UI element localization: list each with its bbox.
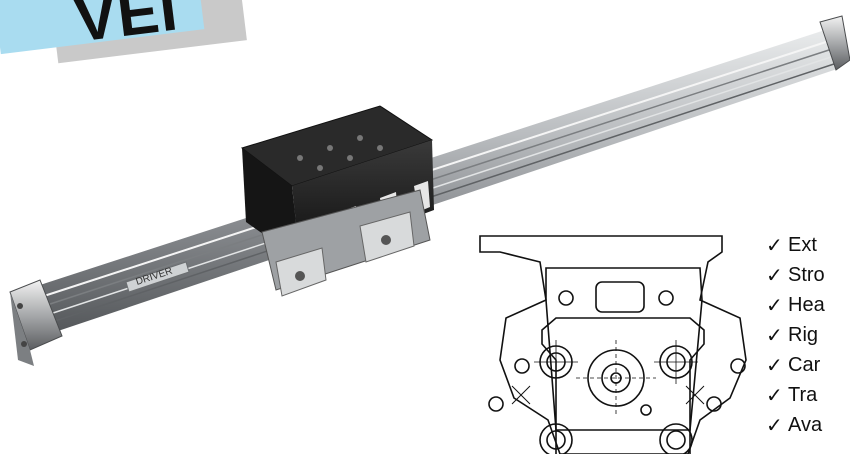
feature-item: ✓Ext bbox=[766, 230, 850, 260]
check-icon: ✓ bbox=[766, 234, 783, 257]
feature-label: Tra bbox=[788, 383, 818, 406]
feature-item: ✓Rig bbox=[766, 320, 850, 350]
right-end-cap bbox=[819, 15, 850, 71]
carriage bbox=[240, 105, 434, 297]
check-icon: ✓ bbox=[766, 264, 783, 287]
cross-section-drawing bbox=[479, 235, 747, 454]
feature-label: Rig bbox=[788, 323, 819, 346]
actuator-rail bbox=[40, 30, 840, 332]
check-icon: ✓ bbox=[766, 324, 783, 347]
feature-label: Ava bbox=[788, 413, 823, 436]
check-icon: ✓ bbox=[766, 414, 783, 437]
feature-label: Hea bbox=[788, 293, 825, 316]
check-icon: ✓ bbox=[766, 294, 783, 317]
feature-item: ✓Hea bbox=[766, 290, 850, 320]
feature-list: ✓Ext ✓Stro ✓Hea ✓Rig ✓Car ✓Tra ✓Ava bbox=[766, 230, 850, 440]
check-icon: ✓ bbox=[766, 384, 783, 407]
feature-item: ✓Ava bbox=[766, 410, 850, 440]
feature-label: Car bbox=[788, 353, 821, 376]
feature-item: ✓Tra bbox=[766, 380, 850, 410]
left-end-cap bbox=[9, 279, 63, 366]
feature-item: ✓Stro bbox=[766, 260, 850, 290]
feature-label: Stro bbox=[788, 263, 825, 286]
feature-label: Ext bbox=[788, 233, 817, 256]
feature-item: ✓Car bbox=[766, 350, 850, 380]
check-icon: ✓ bbox=[766, 354, 783, 377]
